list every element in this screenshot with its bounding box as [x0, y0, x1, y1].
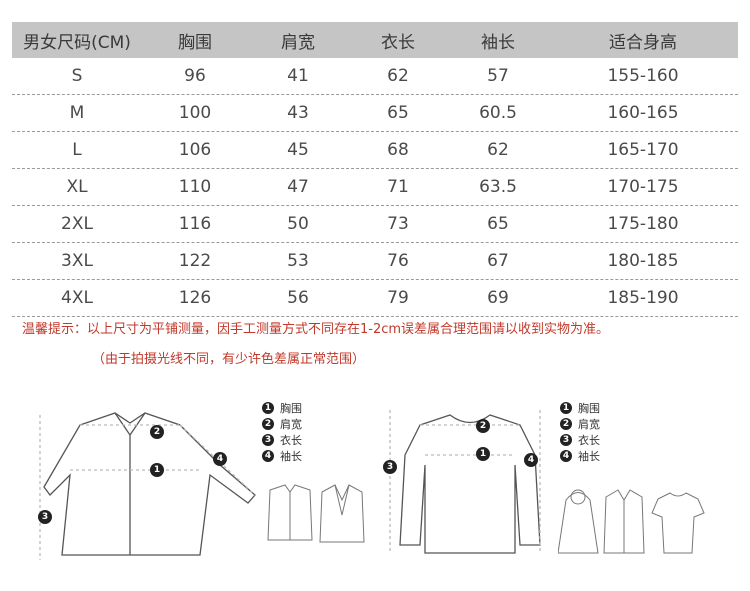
- table-row: L 106 45 68 62 165-170: [12, 132, 738, 169]
- table-cell: 175-180: [607, 214, 679, 234]
- table-cell: 53: [287, 251, 309, 271]
- table-cell: 63.5: [479, 177, 517, 197]
- marker-length: 3: [38, 510, 52, 524]
- table-header: 男女尺码(CM) 胸围 肩宽 衣长 袖长 适合身高: [12, 22, 738, 58]
- marker-shoulder: 2: [150, 425, 164, 439]
- marker-sleeve-2: 4: [524, 453, 538, 467]
- marker-shoulder-2: 2: [476, 419, 490, 433]
- header-length: 衣长: [381, 32, 415, 53]
- table-row: S 96 41 62 57 155-160: [12, 58, 738, 95]
- table-cell: 57: [487, 66, 509, 86]
- marker-sleeve: 4: [213, 452, 227, 466]
- table-cell: 73: [387, 214, 409, 234]
- table-cell: 69: [487, 288, 509, 308]
- table-cell: 62: [487, 140, 509, 160]
- table-cell: 56: [287, 288, 309, 308]
- table-cell: 2XL: [61, 214, 93, 234]
- table-row: M 100 43 65 60.5 160-165: [12, 95, 738, 132]
- table-row: 3XL 122 53 76 67 180-185: [12, 243, 738, 280]
- table-cell: 126: [178, 288, 212, 308]
- table-cell: 106: [178, 140, 212, 160]
- table-cell: 100: [178, 103, 212, 123]
- table-cell: 76: [387, 251, 409, 271]
- table-row: XL 110 47 71 63.5 170-175: [12, 169, 738, 206]
- table-cell: 96: [184, 66, 206, 86]
- table-cell: 155-160: [607, 66, 679, 86]
- table-cell: 67: [487, 251, 509, 271]
- table-cell: M: [69, 103, 85, 123]
- header-shoulder: 肩宽: [281, 32, 315, 53]
- shirt-diagram: [39, 412, 256, 560]
- table-cell: 180-185: [607, 251, 679, 271]
- table-cell: 47: [287, 177, 309, 197]
- marker-length-2: 3: [383, 460, 397, 474]
- marker-chest-2: 1: [476, 447, 490, 461]
- table-cell: 79: [387, 288, 409, 308]
- table-cell: 45: [287, 140, 309, 160]
- header-size: 男女尺码(CM): [23, 32, 131, 53]
- table-cell: 170-175: [607, 177, 679, 197]
- size-table: 男女尺码(CM) 胸围 肩宽 衣长 袖长 适合身高 S 96 41 62 57 155-1…: [12, 22, 738, 317]
- sweater-diagram: [389, 410, 541, 554]
- table-row: 2XL 116 50 73 65 175-180: [12, 206, 738, 243]
- table-cell: 71: [387, 177, 409, 197]
- table-cell: 165-170: [607, 140, 679, 160]
- table-cell: 185-190: [607, 288, 679, 308]
- table-cell: L: [72, 140, 82, 160]
- table-cell: 3XL: [61, 251, 93, 271]
- table-cell: 122: [178, 251, 212, 271]
- garment-icons: [558, 489, 705, 554]
- table-cell: 65: [487, 214, 509, 234]
- table-cell: 68: [387, 140, 409, 160]
- header-chest: 胸围: [178, 32, 212, 53]
- table-row: 4XL 126 56 79 69 185-190: [12, 280, 738, 317]
- table-cell: XL: [66, 177, 88, 197]
- header-sleeve: 袖长: [481, 32, 515, 53]
- table-cell: S: [71, 66, 83, 86]
- color-note: （由于拍摄光线不同，有少许色差属正常范围）: [92, 352, 366, 367]
- table-cell: 62: [387, 66, 409, 86]
- table-cell: 160-165: [607, 103, 679, 123]
- marker-chest: 1: [150, 463, 164, 477]
- table-cell: 41: [287, 66, 309, 86]
- table-cell: 65: [387, 103, 409, 123]
- measurement-tip: 温馨提示：以上尺寸为平铺测量，因手工测量方式不同存在1-2cm误差属合理范围请以…: [22, 322, 610, 337]
- header-height: 适合身高: [609, 32, 677, 53]
- table-cell: 50: [287, 214, 309, 234]
- table-cell: 4XL: [61, 288, 93, 308]
- table-cell: 110: [178, 177, 212, 197]
- table-cell: 116: [178, 214, 212, 234]
- table-cell: 43: [287, 103, 309, 123]
- table-cell: 60.5: [479, 103, 517, 123]
- jacket-icons: [267, 484, 365, 543]
